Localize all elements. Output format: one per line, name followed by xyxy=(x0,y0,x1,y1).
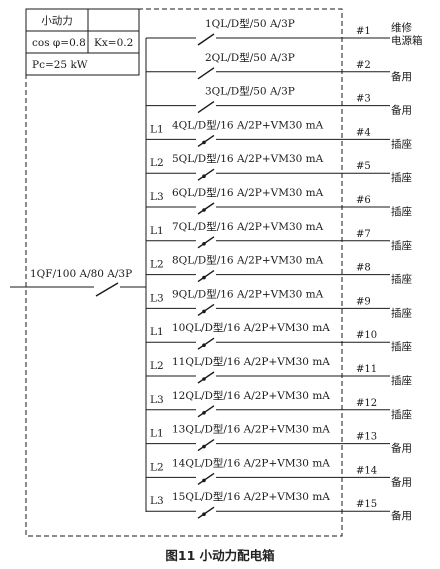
circuit-number: #6 xyxy=(356,195,371,206)
phase-label: L1 xyxy=(150,225,164,237)
circuit-number: #13 xyxy=(356,432,377,443)
circuit-number: #9 xyxy=(356,296,371,307)
breaker-label: 4QL/D型/16 A/2P+VM30 mA xyxy=(172,118,324,131)
branch-switch xyxy=(197,236,215,249)
branch-switch xyxy=(197,303,215,316)
breaker-label: 8QL/D型/16 A/2P+VM30 mA xyxy=(172,254,324,267)
info-table-title: 小动力 xyxy=(41,14,73,27)
phase-label: L1 xyxy=(150,326,164,338)
breaker-label: 6QL/D型/16 A/2P+VM30 mA xyxy=(172,186,324,199)
phase-label: L1 xyxy=(150,123,164,135)
rcd-marker xyxy=(202,411,206,415)
branch-switch xyxy=(197,67,215,80)
circuit-number: #1 xyxy=(356,26,371,37)
branch-switch xyxy=(197,33,215,46)
enclosure-dashed-border xyxy=(25,8,343,537)
main-feeder: 1QF/100 A/80 A/3P xyxy=(10,268,146,297)
phase-label: L2 xyxy=(150,259,164,271)
rcd-marker xyxy=(202,478,206,483)
load-label: 插座 xyxy=(391,306,412,319)
circuit-number: #15 xyxy=(356,499,377,510)
load-label: 插座 xyxy=(391,408,412,421)
circuit-number: #3 xyxy=(356,94,371,105)
circuit-number: #8 xyxy=(356,263,371,274)
load-label: 插座 xyxy=(391,171,412,184)
branch-switch xyxy=(197,405,215,418)
breaker-label: 10QL/D型/16 A/2P+VM30 mA xyxy=(172,321,330,334)
load-label: 插座 xyxy=(391,374,412,387)
phase-label: L3 xyxy=(150,495,164,507)
load-label: 维修 xyxy=(391,21,412,34)
circuit-number: #5 xyxy=(356,161,371,172)
load-label: 备用 xyxy=(391,475,412,488)
load-label: 插座 xyxy=(391,273,412,286)
rcd-marker xyxy=(202,309,206,314)
phase-label: L3 xyxy=(150,394,164,406)
load-label: 备用 xyxy=(391,442,412,455)
rcd-marker xyxy=(202,444,206,449)
load-label: 插座 xyxy=(391,205,412,218)
load-label: 插座 xyxy=(391,137,412,150)
phase-label: L2 xyxy=(150,157,164,169)
circuit-number: #10 xyxy=(356,330,377,341)
breaker-label: 1QL/D型/50 A/3P xyxy=(205,17,295,30)
figure-caption: 图11 小动力配电箱 xyxy=(165,548,275,563)
breaker-label: 5QL/D型/16 A/2P+VM30 mA xyxy=(172,152,324,165)
branch-switch xyxy=(197,506,215,519)
circuit-number: #2 xyxy=(356,60,371,71)
load-label: 备用 xyxy=(391,70,412,83)
circuit-number: #12 xyxy=(356,398,377,409)
rcd-marker xyxy=(202,174,206,178)
info-table-cos: cos φ=0.8 xyxy=(32,37,86,49)
info-table-kx: Kx=0.2 xyxy=(94,37,133,49)
circuit-number: #11 xyxy=(356,364,377,375)
load-label: 备用 xyxy=(391,104,412,117)
circuit-number: #7 xyxy=(356,229,371,240)
phase-label: L3 xyxy=(150,191,164,203)
breaker-label: 9QL/D型/16 A/2P+VM30 mA xyxy=(172,287,324,300)
breaker-label: 12QL/D型/16 A/2P+VM30 mA xyxy=(172,389,330,402)
load-label: 插座 xyxy=(391,340,412,353)
branch-switch xyxy=(197,439,215,452)
rcd-marker xyxy=(202,275,206,280)
phase-label: L2 xyxy=(150,461,164,473)
branch-switch xyxy=(197,371,215,384)
branch-switch xyxy=(197,202,215,215)
phase-label: L2 xyxy=(150,360,164,372)
breaker-label: 14QL/D型/16 A/2P+VM30 mA xyxy=(172,456,330,469)
breaker-label: 15QL/D型/16 A/2P+VM30 mA xyxy=(172,490,330,503)
load-label: 电源箱 xyxy=(391,34,423,47)
circuit-number: #4 xyxy=(356,127,371,138)
branch-switch xyxy=(197,337,215,350)
breaker-label: 3QL/D型/50 A/3P xyxy=(205,85,295,98)
rcd-marker xyxy=(202,208,206,212)
phase-label: L3 xyxy=(150,292,164,304)
branch-switch xyxy=(197,270,215,283)
breaker-label: 13QL/D型/16 A/2P+VM30 mA xyxy=(172,423,330,436)
main-breaker-label: 1QF/100 A/80 A/3P xyxy=(30,268,132,280)
breaker-label: 7QL/D型/16 A/2P+VM30 mA xyxy=(172,220,324,233)
rcd-marker xyxy=(202,377,206,381)
load-label: 插座 xyxy=(391,239,412,252)
breaker-label: 11QL/D型/16 A/2P+VM30 mA xyxy=(172,355,330,368)
rcd-marker xyxy=(202,343,206,348)
load-label: 备用 xyxy=(391,509,412,522)
rcd-marker xyxy=(202,242,206,246)
phase-label: L1 xyxy=(150,428,164,440)
info-table: 小动力 cos φ=0.8 Kx=0.2 Pc=25 kW xyxy=(25,8,140,76)
rcd-marker xyxy=(202,140,206,145)
branch-switch xyxy=(197,134,215,147)
breaker-label: 2QL/D型/50 A/3P xyxy=(205,51,295,64)
rcd-marker xyxy=(202,512,206,516)
info-table-pc: Pc=25 kW xyxy=(32,59,88,71)
branch-switch xyxy=(197,472,215,485)
branch-switch xyxy=(197,168,215,181)
circuit-number: #14 xyxy=(356,465,377,476)
branch-switch xyxy=(197,101,215,114)
